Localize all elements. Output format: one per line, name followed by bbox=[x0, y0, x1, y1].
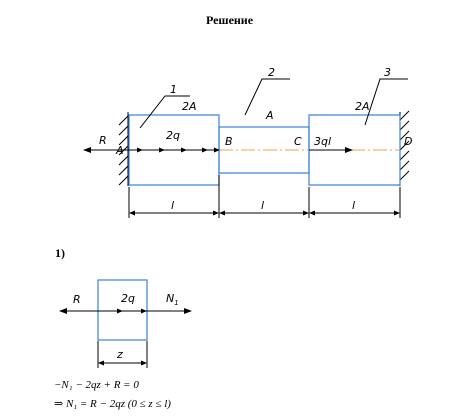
cut-n-label: N1 bbox=[166, 292, 179, 307]
dimension-lines bbox=[128, 175, 401, 218]
point-b-label: B bbox=[225, 135, 233, 148]
cut-r-label: R bbox=[73, 293, 81, 306]
part-number-3: 3 bbox=[384, 66, 391, 79]
cut-section bbox=[97, 279, 148, 341]
cut-dimension bbox=[97, 341, 148, 368]
area-label-section-2: A bbox=[265, 109, 274, 122]
length-label-3: l bbox=[352, 199, 355, 212]
part-leaders bbox=[139, 78, 408, 129]
area-label-section-3: 2A bbox=[355, 100, 370, 113]
cut-z-label: z bbox=[116, 348, 123, 361]
point-d-label: D bbox=[404, 135, 412, 148]
length-label-2: l bbox=[261, 199, 264, 212]
equation-equilibrium: −N₁ − 2qz + R = 0 bbox=[54, 379, 139, 391]
part-number-2: 2 bbox=[268, 66, 275, 79]
area-label-section-1: 2A bbox=[182, 100, 197, 113]
reaction-r-label: R bbox=[99, 134, 107, 147]
distributed-load-label: 2q bbox=[166, 129, 180, 142]
cut-n-subscript: 1 bbox=[174, 299, 178, 307]
part-number-1: 1 bbox=[170, 83, 177, 96]
equation-n1: ⇒ N₁ = R − 2qz (0 ≤ z ≤ l) bbox=[54, 398, 171, 410]
point-a-label: A bbox=[115, 144, 124, 157]
step-label: 1) bbox=[55, 246, 65, 260]
solution-title: Решение bbox=[205, 13, 254, 27]
force-3ql-label: 3ql bbox=[314, 135, 331, 148]
right-wall-support bbox=[399, 110, 410, 186]
length-label-1: l bbox=[171, 199, 174, 212]
point-c-label: C bbox=[294, 135, 302, 148]
cut-2q-label: 2q bbox=[121, 292, 135, 305]
